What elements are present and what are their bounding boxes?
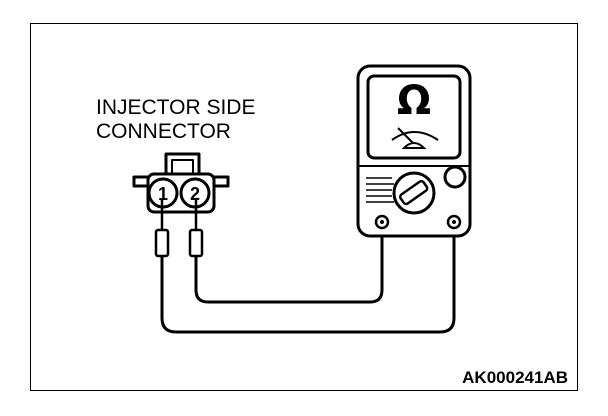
zero-adjust-knob (443, 165, 467, 189)
pin-1-label: 1 (158, 184, 168, 204)
knob-grip (399, 179, 429, 206)
meter-display (366, 74, 462, 160)
connector-label-line1: INJECTOR SIDE (96, 96, 256, 119)
probe-2 (188, 228, 204, 258)
range-markings (366, 177, 394, 203)
meter-scale (391, 131, 439, 141)
diagram-frame (30, 23, 578, 391)
needle-pivot (401, 142, 427, 149)
image-code: AK000241AB (462, 368, 568, 387)
meter-needle (397, 127, 415, 145)
lead-inner (194, 224, 384, 304)
pin-2-label: 2 (190, 184, 200, 204)
connector-label-line2: CONNECTOR (96, 120, 231, 143)
lead-outer (160, 224, 456, 334)
probe-1 (154, 228, 170, 258)
test-leads (160, 224, 456, 334)
ohm-symbol: Ω (397, 78, 431, 124)
ohmmeter (356, 64, 472, 238)
test-probes (154, 200, 204, 258)
injector-connector (132, 152, 230, 214)
